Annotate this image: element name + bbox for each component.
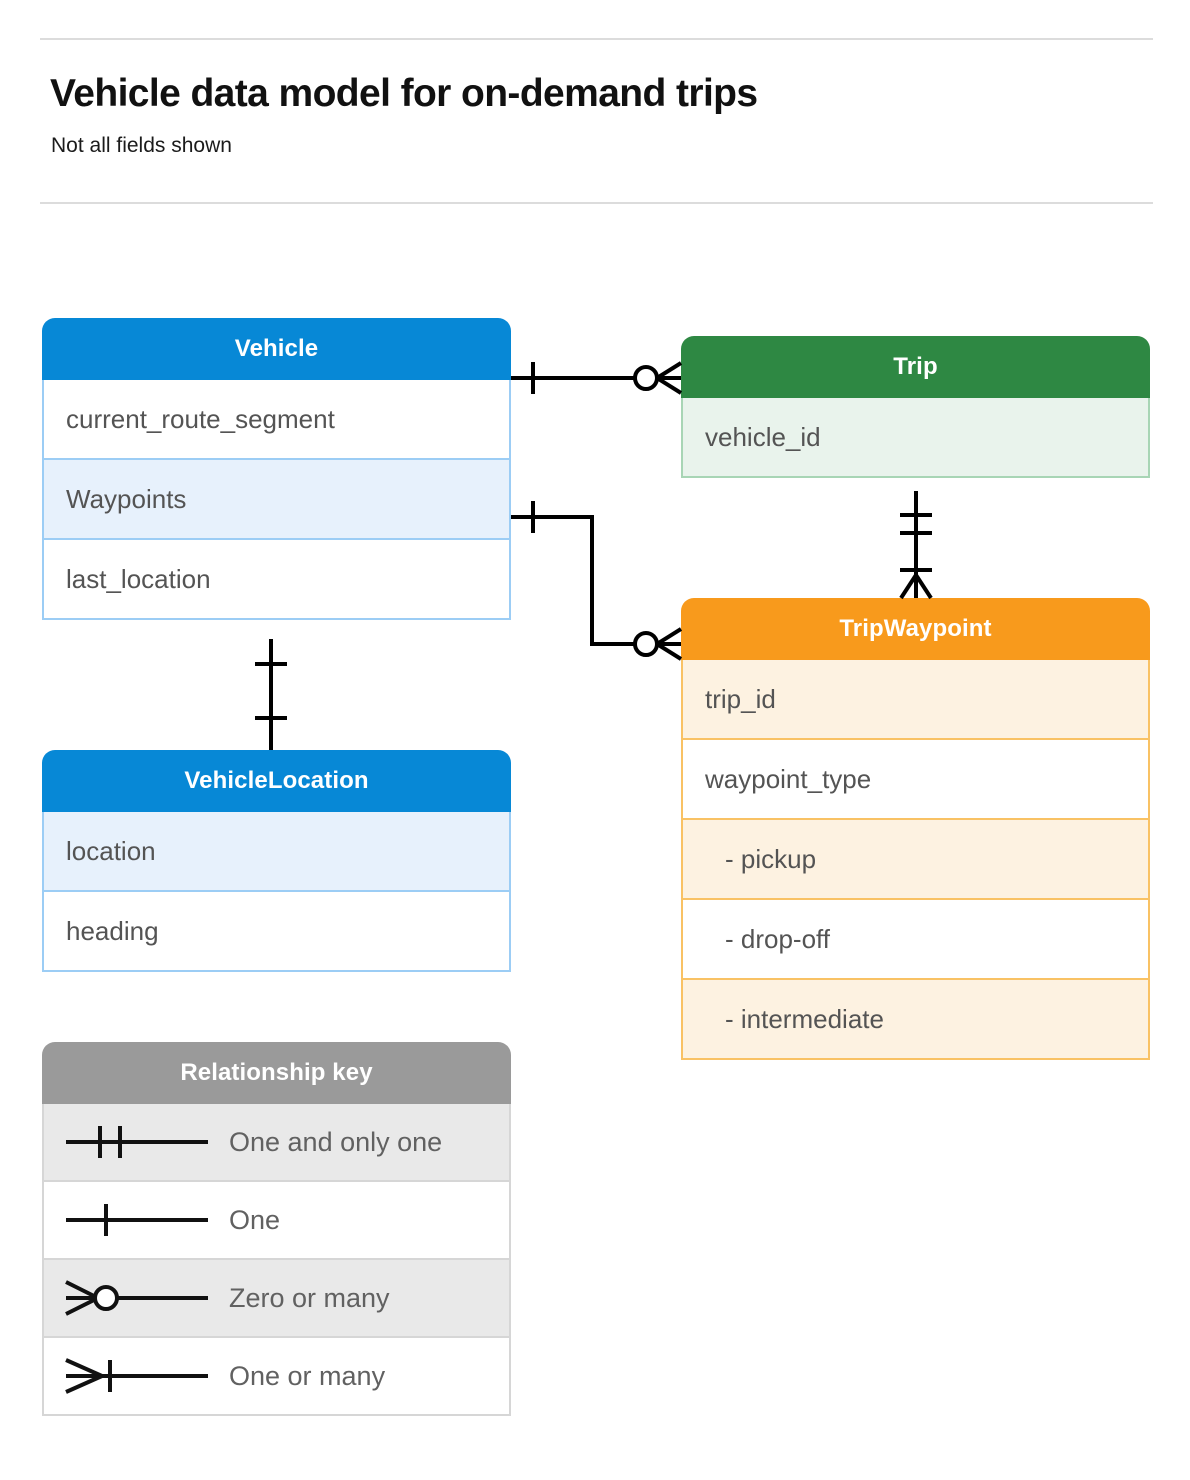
entity-tripwaypoint[interactable]: TripWaypoint trip_id waypoint_type - pic… — [681, 598, 1150, 1060]
page-title: Vehicle data model for on-demand trips — [50, 72, 758, 115]
entity-vehicle-title: Vehicle — [42, 318, 511, 380]
field-waypoint-type-dropoff[interactable]: - drop-off — [681, 900, 1150, 980]
entity-tripwaypoint-title: TripWaypoint — [681, 598, 1150, 660]
entity-trip[interactable]: Trip vehicle_id — [681, 336, 1150, 478]
entity-vehicle-location-title: VehicleLocation — [42, 750, 511, 812]
entity-vehicle-location[interactable]: VehicleLocation location heading — [42, 750, 511, 972]
relationship-key-legend: Relationship key One and only one One — [42, 1042, 511, 1416]
divider-top — [40, 38, 1153, 40]
entity-trip-title: Trip — [681, 336, 1150, 398]
connector-vehicle-vehiclelocation — [255, 639, 287, 750]
one-or-many-icon — [44, 1356, 229, 1396]
legend-label-one-and-only-one: One and only one — [229, 1126, 443, 1157]
field-vehicle-id[interactable]: vehicle_id — [681, 398, 1150, 478]
divider-bottom — [40, 202, 1153, 204]
legend-item-one-or-many: One or many — [42, 1338, 511, 1416]
field-location[interactable]: location — [42, 812, 511, 892]
page-subtitle: Not all fields shown — [51, 134, 232, 157]
one-icon — [44, 1200, 229, 1240]
connector-waypoints-tripwaypoint — [511, 501, 683, 661]
field-waypoint-type-pickup[interactable]: - pickup — [681, 820, 1150, 900]
connector-trip-tripwaypoint — [899, 491, 933, 600]
legend-label-one: One — [229, 1204, 281, 1235]
legend-title: Relationship key — [42, 1042, 511, 1104]
field-heading[interactable]: heading — [42, 892, 511, 972]
field-last-location[interactable]: last_location — [42, 540, 511, 620]
zero-or-many-icon — [44, 1278, 229, 1318]
legend-label-one-or-many: One or many — [229, 1360, 386, 1391]
field-trip-id[interactable]: trip_id — [681, 660, 1150, 740]
field-waypoint-type-intermediate[interactable]: - intermediate — [681, 980, 1150, 1060]
legend-label-zero-or-many: Zero or many — [229, 1282, 390, 1313]
entity-vehicle[interactable]: Vehicle current_route_segment Waypoints … — [42, 318, 511, 620]
field-waypoints[interactable]: Waypoints — [42, 460, 511, 540]
field-waypoint-type[interactable]: waypoint_type — [681, 740, 1150, 820]
legend-item-one-and-only-one: One and only one — [42, 1104, 511, 1182]
one-and-only-one-icon — [44, 1122, 229, 1162]
field-current-route-segment[interactable]: current_route_segment — [42, 380, 511, 460]
legend-item-zero-or-many: Zero or many — [42, 1260, 511, 1338]
legend-item-one: One — [42, 1182, 511, 1260]
connector-vehicle-trip — [511, 361, 683, 395]
